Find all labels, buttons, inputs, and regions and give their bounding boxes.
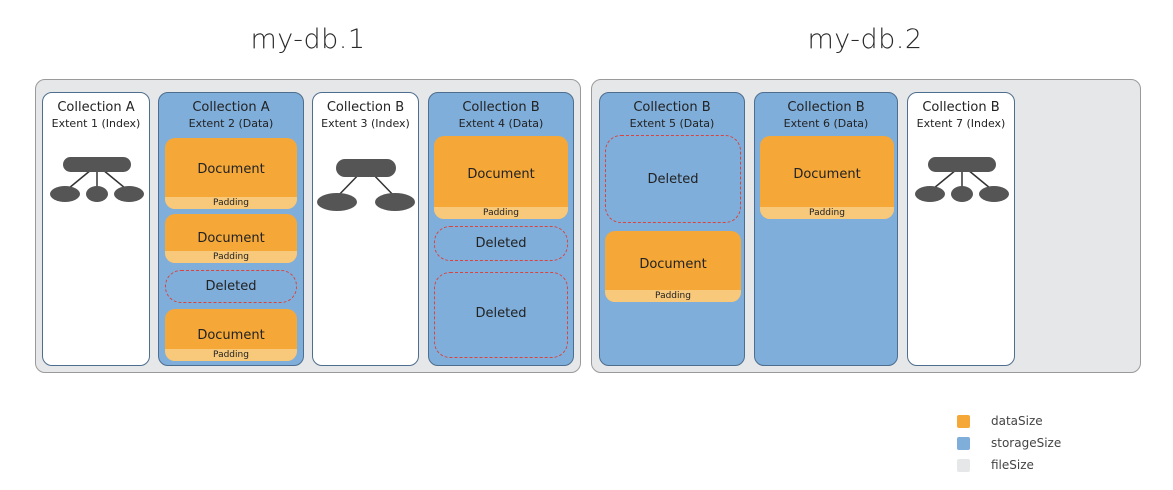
deleted-block: Deleted — [434, 272, 568, 358]
extent-2-header: Collection A Extent 2 (Data) — [159, 100, 303, 132]
padding-label: Padding — [165, 251, 297, 263]
document-label: Document — [467, 167, 535, 182]
legend-swatch — [957, 459, 970, 472]
extent-3: Collection B Extent 3 (Index) — [312, 92, 419, 366]
padding-label: Padding — [434, 207, 568, 219]
extent-4-name: Extent 4 (Data) — [458, 117, 544, 130]
document-block: Document Padding — [434, 136, 568, 219]
deleted-label: Deleted — [475, 306, 527, 321]
deleted-label: Deleted — [205, 279, 257, 294]
extent-1-name: Extent 1 (Index) — [51, 117, 141, 130]
db-title-1: my-db.1 — [250, 24, 366, 55]
padding-label: Padding — [605, 290, 741, 302]
document-block: Document Padding — [165, 309, 297, 361]
legend-swatch — [957, 437, 970, 450]
extent-6-header: Collection B Extent 6 (Data) — [755, 100, 897, 132]
index-tree-icon — [317, 159, 415, 211]
document-label: Document — [197, 231, 265, 246]
padding-label: Padding — [760, 207, 894, 219]
document-label: Document — [197, 162, 265, 177]
extent-2-collection: Collection A — [192, 100, 270, 115]
deleted-block: Deleted — [434, 226, 568, 261]
extent-5-header: Collection B Extent 5 (Data) — [600, 100, 744, 132]
deleted-block: Deleted — [605, 135, 741, 223]
extent-5-name: Extent 5 (Data) — [629, 117, 715, 130]
extent-6-collection: Collection B — [787, 100, 865, 115]
db-title-2: my-db.2 — [807, 24, 923, 55]
extent-1-collection: Collection A — [57, 100, 135, 115]
extent-2-name: Extent 2 (Data) — [188, 117, 274, 130]
document-block: Document Padding — [165, 214, 297, 263]
extent-2: Collection A Extent 2 (Data) Document Pa… — [158, 92, 304, 366]
extent-6: Collection B Extent 6 (Data) Document Pa… — [754, 92, 898, 366]
extent-3-header: Collection B Extent 3 (Index) — [313, 100, 418, 132]
deleted-label: Deleted — [475, 236, 527, 251]
legend-swatch — [957, 415, 970, 428]
document-label: Document — [639, 257, 707, 272]
extent-7-header: Collection B Extent 7 (Index) — [908, 100, 1014, 132]
document-label: Document — [197, 328, 265, 343]
document-block: Document Padding — [165, 138, 297, 209]
extent-3-collection: Collection B — [326, 100, 405, 115]
extent-4-collection: Collection B — [462, 100, 540, 115]
legend-label: dataSize — [991, 414, 1043, 428]
extent-1: Collection A Extent 1 (Index) — [42, 92, 150, 366]
extent-4: Collection B Extent 4 (Data) Document Pa… — [428, 92, 574, 366]
extent-5: Collection B Extent 5 (Data) Deleted Doc… — [599, 92, 745, 366]
extent-1-header: Collection A Extent 1 (Index) — [43, 100, 149, 132]
padding-label: Padding — [165, 349, 297, 361]
deleted-label: Deleted — [647, 172, 699, 187]
legend-label: fileSize — [991, 458, 1034, 472]
padding-label: Padding — [165, 197, 297, 209]
extent-5-collection: Collection B — [633, 100, 711, 115]
extent-7-name: Extent 7 (Index) — [916, 117, 1006, 130]
extent-4-header: Collection B Extent 4 (Data) — [429, 100, 573, 132]
extent-7: Collection B Extent 7 (Index) — [907, 92, 1015, 366]
extent-6-name: Extent 6 (Data) — [783, 117, 869, 130]
legend-label: storageSize — [991, 436, 1062, 450]
document-block: Document Padding — [605, 231, 741, 302]
document-block: Document Padding — [760, 136, 894, 219]
deleted-block: Deleted — [165, 270, 297, 303]
index-tree-icon — [50, 157, 144, 202]
extent-7-collection: Collection B — [922, 100, 1000, 115]
extent-3-name: Extent 3 (Index) — [321, 117, 410, 130]
document-label: Document — [793, 167, 861, 182]
index-tree-icon — [915, 157, 1009, 202]
